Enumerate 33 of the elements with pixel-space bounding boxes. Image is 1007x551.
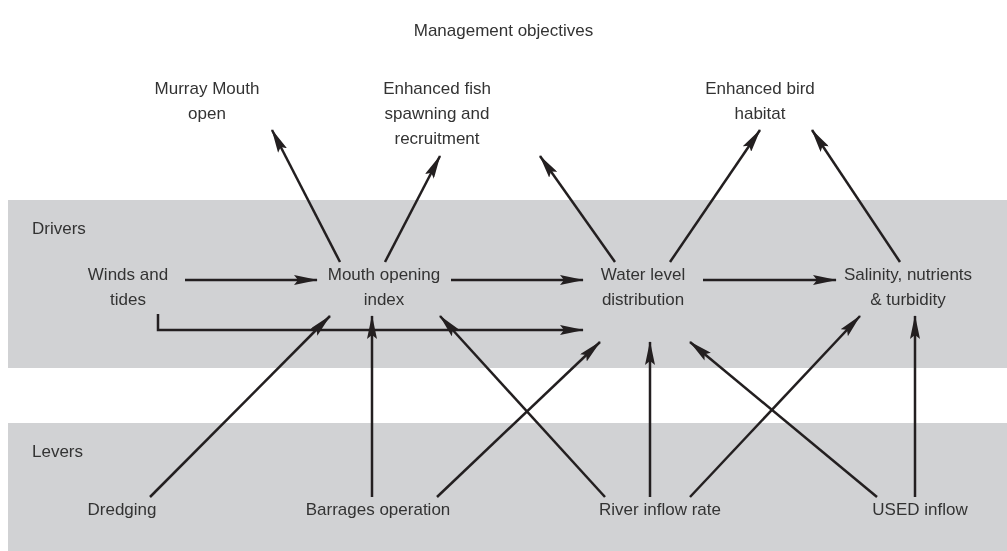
arrow bbox=[436, 341, 601, 498]
arrow bbox=[689, 341, 878, 498]
arrow bbox=[149, 315, 331, 498]
band-background bbox=[8, 200, 1007, 368]
arrow bbox=[270, 129, 342, 263]
arrow bbox=[439, 315, 606, 498]
arrow bbox=[383, 155, 442, 263]
band-label: Drivers bbox=[32, 218, 86, 240]
arrow bbox=[689, 315, 861, 498]
arrow bbox=[185, 275, 318, 285]
arrow bbox=[367, 315, 377, 497]
arrow bbox=[910, 315, 920, 497]
node-label: Salinity, nutrients & turbidity bbox=[838, 262, 978, 314]
node-label: Dredging bbox=[72, 497, 172, 523]
arrow bbox=[668, 129, 762, 263]
node-label: River inflow rate bbox=[585, 497, 735, 523]
band-label: Levers bbox=[32, 441, 84, 463]
node-label: Mouth opening index bbox=[319, 262, 449, 314]
arrow bbox=[810, 129, 902, 263]
arrow bbox=[703, 275, 837, 285]
arrow bbox=[538, 155, 617, 263]
node-label: USED inflow bbox=[862, 497, 978, 523]
node-label: Water level distribution bbox=[585, 262, 701, 340]
arrow bbox=[451, 275, 584, 285]
node-label: Enhanced fish spawning and recruitment bbox=[355, 76, 519, 154]
diagram-title: Management objectives bbox=[412, 20, 595, 42]
arrow bbox=[156, 314, 584, 335]
node-label: Barrages operation bbox=[298, 497, 458, 523]
arrow bbox=[645, 341, 655, 497]
band-background bbox=[8, 423, 1007, 551]
node-label: Enhanced bird habitat bbox=[705, 76, 815, 128]
node-label: Murray Mouth open bbox=[152, 76, 262, 128]
node-label: Winds and tides bbox=[73, 262, 183, 314]
